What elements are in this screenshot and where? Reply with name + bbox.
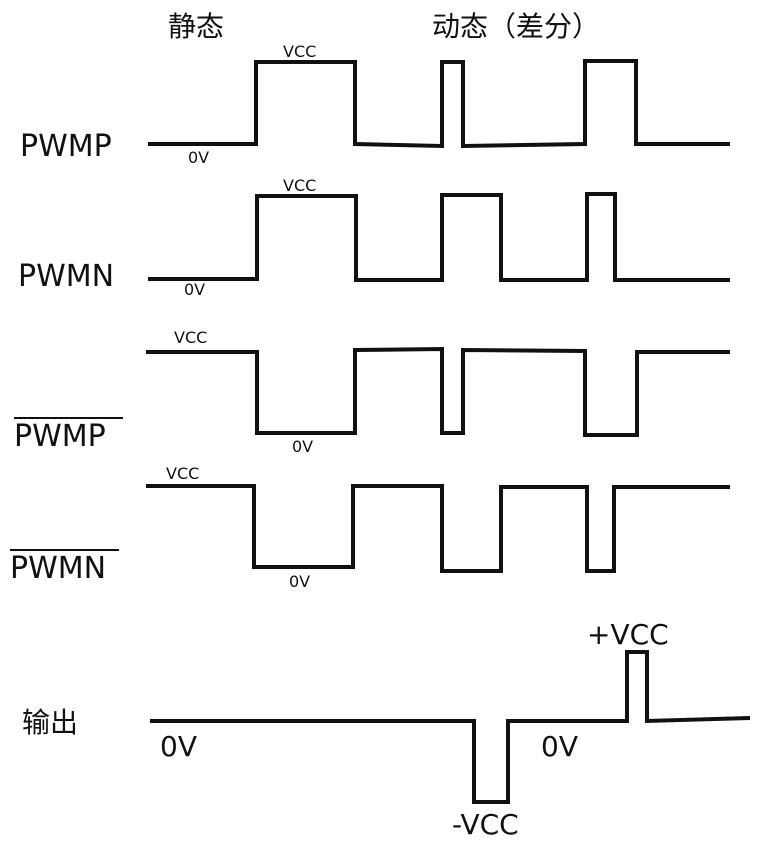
pwmp-low-level-label: 0V	[188, 148, 209, 167]
output-zero-label-left: 0V	[160, 730, 197, 763]
output-zero-label-right: 0V	[541, 730, 578, 763]
pwmn-high-level-label: VCC	[283, 176, 316, 195]
dynamic-header: 动态（差分）	[432, 10, 600, 43]
pwmp-inverted-waveform	[146, 346, 730, 437]
pwmn-inverted-low-level-label: 0V	[289, 572, 310, 591]
output-waveform	[150, 650, 751, 804]
output-negative-level-label: -VCC	[452, 808, 519, 841]
pwmp-inverted-high-level-label: VCC	[174, 328, 207, 347]
pwmn-low-level-label: 0V	[184, 280, 205, 299]
pwmp-high-level-label: VCC	[283, 42, 316, 61]
pwmn-waveform	[148, 192, 730, 282]
pwmp-inverted-low-level-label: 0V	[292, 437, 313, 456]
signal-label-pwmp-inverted: PWMP	[14, 419, 106, 454]
static-header: 静态	[168, 10, 224, 43]
pwmn-inverted-waveform	[146, 484, 730, 573]
output-positive-level-label: +VCC	[587, 618, 669, 651]
pwmn-inverted-high-level-label: VCC	[166, 464, 199, 483]
signal-label-pwmn: PWMN	[18, 259, 114, 294]
pwmp-waveform	[148, 59, 730, 149]
signal-label-pwmn-inverted: PWMN	[10, 551, 106, 586]
output-label: 输出	[22, 706, 78, 739]
signal-label-pwmp: PWMP	[20, 129, 112, 164]
